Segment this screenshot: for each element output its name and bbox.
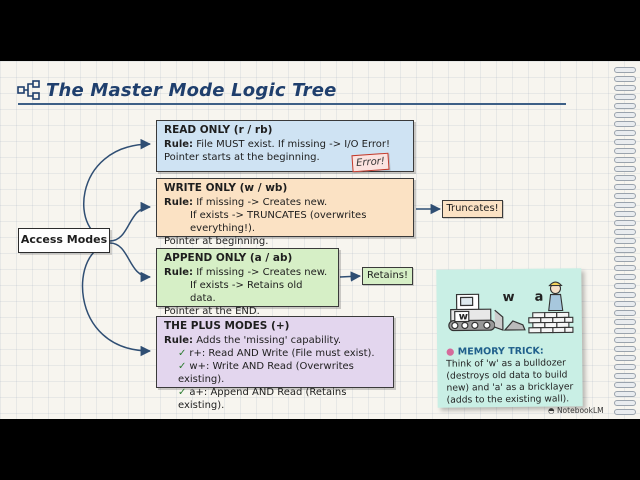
link-plus (81, 244, 152, 357)
spiral-ring (614, 184, 636, 190)
spiral-ring (614, 364, 636, 370)
check-icon: ✓ (178, 348, 187, 359)
spiral-ring (614, 256, 636, 262)
spiral-ring (614, 193, 636, 199)
write-rule-text: If missing -> Creates new. (196, 197, 328, 208)
spiral-ring (614, 382, 636, 388)
a-letter: a (534, 290, 543, 305)
append-rule-label: Rule: (164, 267, 194, 278)
spiral-ring (614, 76, 636, 82)
read-only-header: READ ONLY (r / rb) (164, 124, 273, 136)
spiral-ring (614, 310, 636, 316)
spiral-ring (614, 139, 636, 145)
spiral-ring (614, 328, 636, 334)
append-only-header: APPEND ONLY (a / ab) (164, 252, 293, 264)
spiral-ring (614, 148, 636, 154)
append-rule-text: If missing -> Creates new. (196, 267, 328, 278)
spiral-ring (614, 391, 636, 397)
spiral-ring (614, 202, 636, 208)
spiral-ring (614, 283, 636, 289)
memory-trick-text: Think of 'w' as a bulldozer (destroys ol… (446, 357, 574, 406)
title-underline (18, 103, 566, 105)
link-append (109, 242, 152, 283)
plus-modes-box: THE PLUS MODES (+) Rule: Adds the 'missi… (156, 316, 394, 411)
spiral-ring (614, 265, 636, 271)
spiral-ring (614, 220, 636, 226)
brain-icon: ● (446, 346, 455, 358)
read-pointer-text: Pointer starts at the beginning. (164, 152, 320, 163)
write-only-box: WRITE ONLY (w / wb) Rule: If missing -> … (156, 178, 414, 247)
spiral-ring (614, 67, 636, 73)
bricklayer-icon (528, 281, 574, 334)
spiral-ring (614, 103, 636, 109)
access-modes-root-node: Access Modes (18, 228, 110, 253)
spiral-ring (614, 85, 636, 91)
plus-item-w: ✓w+: Write AND Read (Overwrites existing… (178, 361, 354, 385)
spiral-ring (614, 400, 636, 406)
page-title: The Master Mode Logic Tree (46, 80, 337, 101)
plus-item-a: ✓a+: Append AND Read (Retains existing). (178, 387, 347, 411)
spiral-ring (614, 301, 636, 307)
spiral-ring (614, 211, 636, 217)
spiral-ring (614, 247, 636, 253)
tree-diagram-icon (17, 80, 40, 100)
spiral-ring (614, 130, 636, 136)
read-rule-text: File MUST exist. If missing -> I/O Error… (196, 139, 391, 150)
append-only-box: APPEND ONLY (a / ab) Rule: If missing ->… (156, 248, 339, 317)
spiral-ring (614, 292, 636, 298)
bulldozer-icon (448, 293, 526, 332)
bulldozer-bricklayer-illustration: w w a (448, 281, 574, 334)
spiral-ring (614, 337, 636, 343)
write-only-header: WRITE ONLY (w / wb) (164, 182, 288, 194)
write-pointer-text: Pointer at beginning. (164, 236, 269, 247)
memory-trick-title: ● MEMORY TRICK: (446, 345, 544, 358)
spiral-ring (614, 274, 636, 280)
append-rule-exists-text: If exists -> Retains old data. (190, 280, 303, 304)
plus-item-r: ✓r+: Read AND Write (File must exist). (178, 348, 375, 359)
check-icon: ✓ (178, 361, 187, 372)
plus-rule-label: Rule: (164, 335, 194, 346)
notebooklm-logo-icon: ◓ (548, 406, 555, 415)
spiral-ring (614, 175, 636, 181)
link-append-retains (339, 271, 362, 282)
spiral-ring (614, 157, 636, 163)
bulldozer-label: w (459, 311, 468, 322)
check-icon: ✓ (178, 387, 187, 398)
spiral-ring (614, 121, 636, 127)
spiral-ring (614, 166, 636, 172)
spiral-ring (614, 373, 636, 379)
plus-rule-text: Adds the 'missing' capability. (196, 335, 342, 346)
spiral-ring (614, 355, 636, 361)
notebooklm-watermark: ◓ NotebookLM (548, 406, 604, 415)
slide: The Master Mode Logic Tree Access Modes … (0, 61, 640, 419)
link-read (83, 138, 152, 240)
read-only-box: READ ONLY (r / rb) Rule: File MUST exist… (156, 120, 414, 172)
w-letter: w (502, 290, 514, 305)
spiral-ring (614, 346, 636, 352)
spiral-ring (614, 319, 636, 325)
append-pointer-text: Pointer at the END. (164, 306, 260, 317)
link-write (109, 201, 152, 242)
read-rule-label: Rule: (164, 139, 194, 150)
memory-trick-sticky-note: w w a ● MEMORY TRICK: Think of 'w' as a … (436, 268, 583, 408)
spiral-ring (614, 409, 636, 415)
write-rule-label: Rule: (164, 197, 194, 208)
spiral-ring (614, 112, 636, 118)
truncates-tag: Truncates! (442, 200, 503, 218)
spiral-ring (614, 94, 636, 100)
retains-tag: Retains! (362, 267, 413, 285)
write-rule-exists-text: If exists -> TRUNCATES (overwrites every… (190, 210, 367, 234)
notebook-spiral (614, 61, 640, 419)
error-tag: Error! (351, 152, 390, 173)
spiral-ring (614, 229, 636, 235)
spiral-ring (614, 238, 636, 244)
plus-modes-header: THE PLUS MODES (+) (164, 320, 290, 332)
